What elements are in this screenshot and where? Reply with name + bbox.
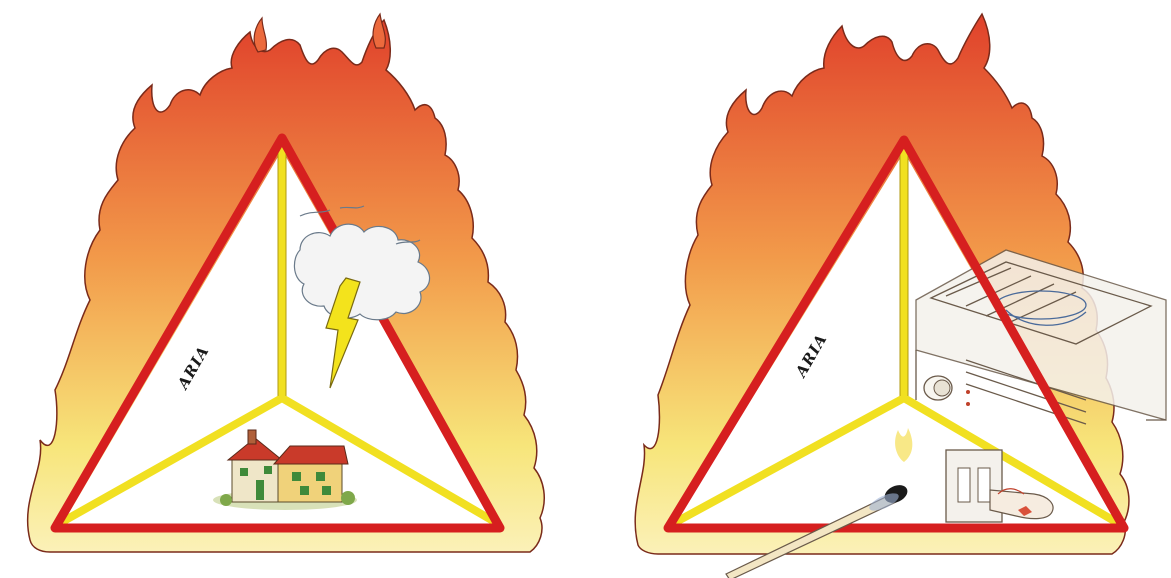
- fire-icon: [373, 14, 385, 48]
- fire-triangle-panel-right: ARIA: [586, 0, 1171, 578]
- fire-triangle-diagram: ARIA: [0, 0, 585, 578]
- fire-icon: [254, 18, 266, 52]
- fire-triangle-diagram: ARIA: [586, 0, 1171, 578]
- fire-triangle-panel-left: ARIA: [0, 0, 585, 578]
